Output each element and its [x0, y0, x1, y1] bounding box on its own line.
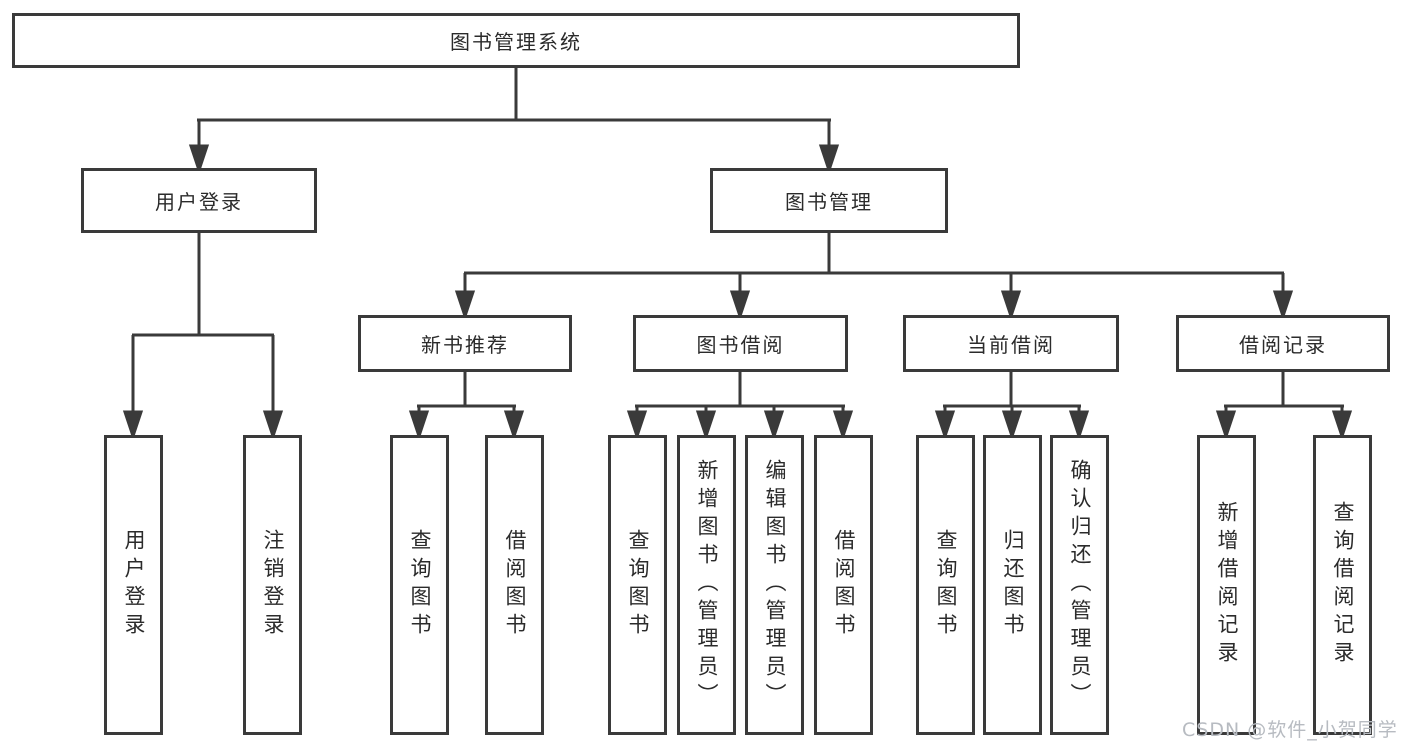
- arrowhead: [729, 290, 751, 321]
- node-root: 图书管理系统: [12, 13, 1020, 68]
- leaf-confirm-return-admin: 确认归还（管理员）: [1050, 435, 1109, 735]
- node-label: 注销登录: [261, 529, 285, 641]
- leaf-add-borrow-record: 新增借阅记录: [1197, 435, 1256, 735]
- node-label: 新书推荐: [421, 333, 509, 357]
- leaf-query-books-recommend: 查询图书: [390, 435, 449, 735]
- node-label: 查询图书: [408, 529, 432, 641]
- node-label: 编辑图书（管理员）: [763, 459, 787, 711]
- arrowhead: [408, 410, 430, 441]
- node-label: 用户登录: [155, 190, 243, 214]
- node-label: 图书管理: [785, 190, 873, 214]
- node-label: 用户登录: [122, 529, 146, 641]
- connector-current-borrow-to-leaves: [934, 372, 1090, 441]
- leaf-logout: 注销登录: [243, 435, 302, 735]
- node-book-management: 图书管理: [710, 168, 948, 233]
- leaf-query-books-current: 查询图书: [916, 435, 975, 735]
- node-label: 新增借阅记录: [1215, 501, 1239, 669]
- arrowhead: [818, 144, 840, 175]
- node-label: 确认归还（管理员）: [1068, 459, 1092, 711]
- node-label: 借阅图书: [832, 529, 856, 641]
- csdn-watermark: CSDN @软件_小贺同学: [1182, 719, 1398, 741]
- arrowhead: [1001, 410, 1023, 441]
- leaf-edit-books-admin: 编辑图书（管理员）: [745, 435, 804, 735]
- arrowhead: [763, 410, 785, 441]
- leaf-borrow-books-recommend: 借阅图书: [485, 435, 544, 735]
- node-label: 查询图书: [934, 529, 958, 641]
- arrowhead: [188, 144, 210, 175]
- node-label: 归还图书: [1001, 529, 1025, 641]
- arrowhead: [1000, 290, 1022, 321]
- arrowhead: [503, 410, 525, 441]
- node-label: 当前借阅: [967, 333, 1055, 357]
- arrowhead: [695, 410, 717, 441]
- connector-new-book-rec-to-leaves: [408, 372, 525, 441]
- arrowhead: [1215, 410, 1237, 441]
- leaf-borrow-books-borrowing: 借阅图书: [814, 435, 873, 735]
- leaf-add-books-admin: 新增图书（管理员）: [677, 435, 736, 735]
- node-label: 图书借阅: [696, 333, 785, 357]
- arrowhead: [1272, 290, 1294, 321]
- node-book-borrowing: 图书借阅: [633, 315, 848, 372]
- arrowhead: [934, 410, 956, 441]
- arrowhead: [1331, 410, 1353, 441]
- arrowhead: [262, 410, 284, 441]
- node-current-borrowing: 当前借阅: [903, 315, 1119, 372]
- connector-borrow-records-to-leaves: [1215, 372, 1353, 441]
- arrowhead: [1068, 410, 1090, 441]
- node-label: 借阅图书: [503, 529, 527, 641]
- leaf-query-borrow-record: 查询借阅记录: [1313, 435, 1372, 735]
- node-label: 查询借阅记录: [1331, 501, 1355, 669]
- leaf-return-books: 归还图书: [983, 435, 1042, 735]
- leaf-query-books-borrowing: 查询图书: [608, 435, 667, 735]
- connector-book-borrow-to-leaves: [626, 372, 854, 441]
- arrowhead: [122, 410, 144, 441]
- node-user-login: 用户登录: [81, 168, 317, 233]
- node-label: 查询图书: [626, 529, 650, 641]
- node-label: 新增图书（管理员）: [695, 459, 719, 711]
- connector-book-mgmt-to-level3: [454, 233, 1294, 321]
- leaf-user-login: 用户登录: [104, 435, 163, 735]
- connector-root-to-level2: [188, 68, 840, 175]
- node-borrowing-records: 借阅记录: [1176, 315, 1390, 372]
- node-new-book-recommend: 新书推荐: [358, 315, 572, 372]
- arrowhead: [832, 410, 854, 441]
- node-label: 图书管理系统: [450, 30, 582, 54]
- connector-user-login-to-leaves: [122, 233, 284, 441]
- arrowhead: [626, 410, 648, 441]
- arrowhead: [454, 290, 476, 321]
- node-label: 借阅记录: [1239, 333, 1327, 357]
